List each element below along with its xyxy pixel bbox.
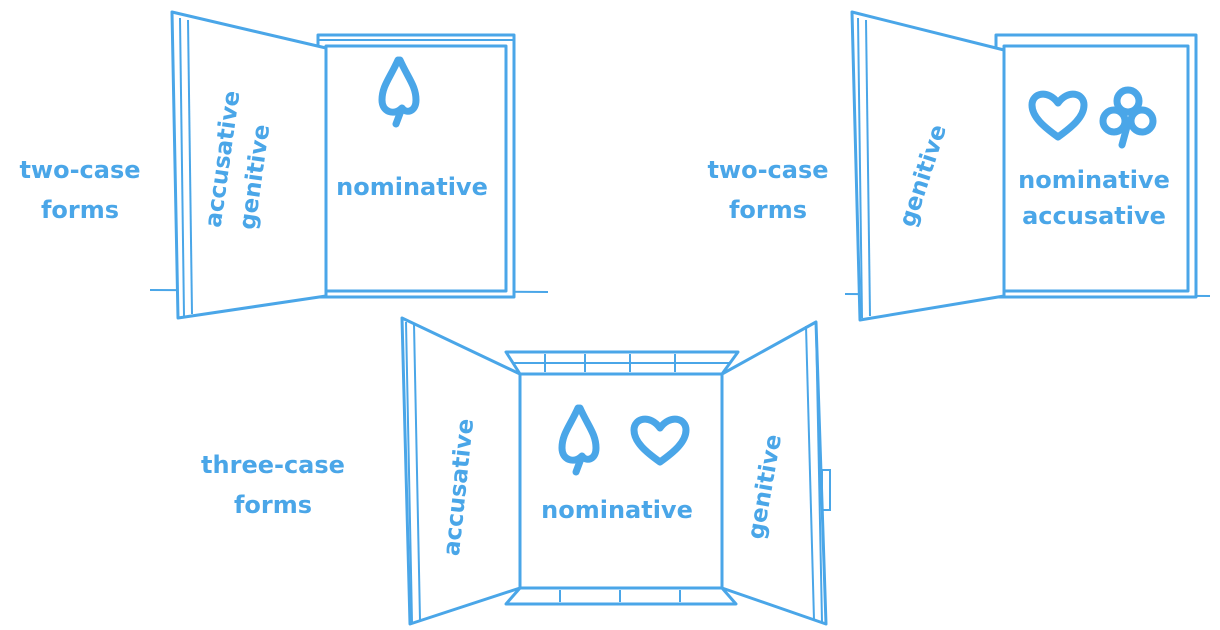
diagram-c: three-case forms <box>201 318 830 624</box>
diagram-b-side-label-line2: forms <box>729 196 807 224</box>
diagram-b: two-case forms genitive nominative accus… <box>707 12 1210 320</box>
diagram-a-side-label-line2: forms <box>41 196 119 224</box>
diagram-c-side-label-line1: three-case <box>201 451 345 479</box>
diagram-b-center-panel-line2: accusative <box>1022 202 1166 230</box>
diagram-c-back-wall <box>520 374 722 588</box>
diagram-c-floor <box>506 588 736 604</box>
diagram-a: two-case forms accusative genitive nomin… <box>19 12 548 318</box>
diagram-c-side-label-line2: forms <box>234 491 312 519</box>
diagram-b-center-panel-line1: nominative <box>1018 166 1170 194</box>
diagram-b-side-label-line1: two-case <box>707 156 828 184</box>
diagram-b-side-label: two-case forms <box>707 156 828 224</box>
diagram-c-center-panel <box>520 374 722 588</box>
diagram-c-center-panel-text: nominative <box>541 496 693 524</box>
diagram-a-side-label: two-case forms <box>19 156 140 224</box>
diagram-c-ceiling <box>506 352 738 374</box>
diagram-a-center-panel-text: nominative <box>336 173 488 201</box>
diagram-c-side-label: three-case forms <box>201 451 345 519</box>
diagram-a-side-label-line1: two-case <box>19 156 140 184</box>
diagram-a-door-opening <box>326 46 506 291</box>
diagram-a-center-panel <box>318 35 514 297</box>
